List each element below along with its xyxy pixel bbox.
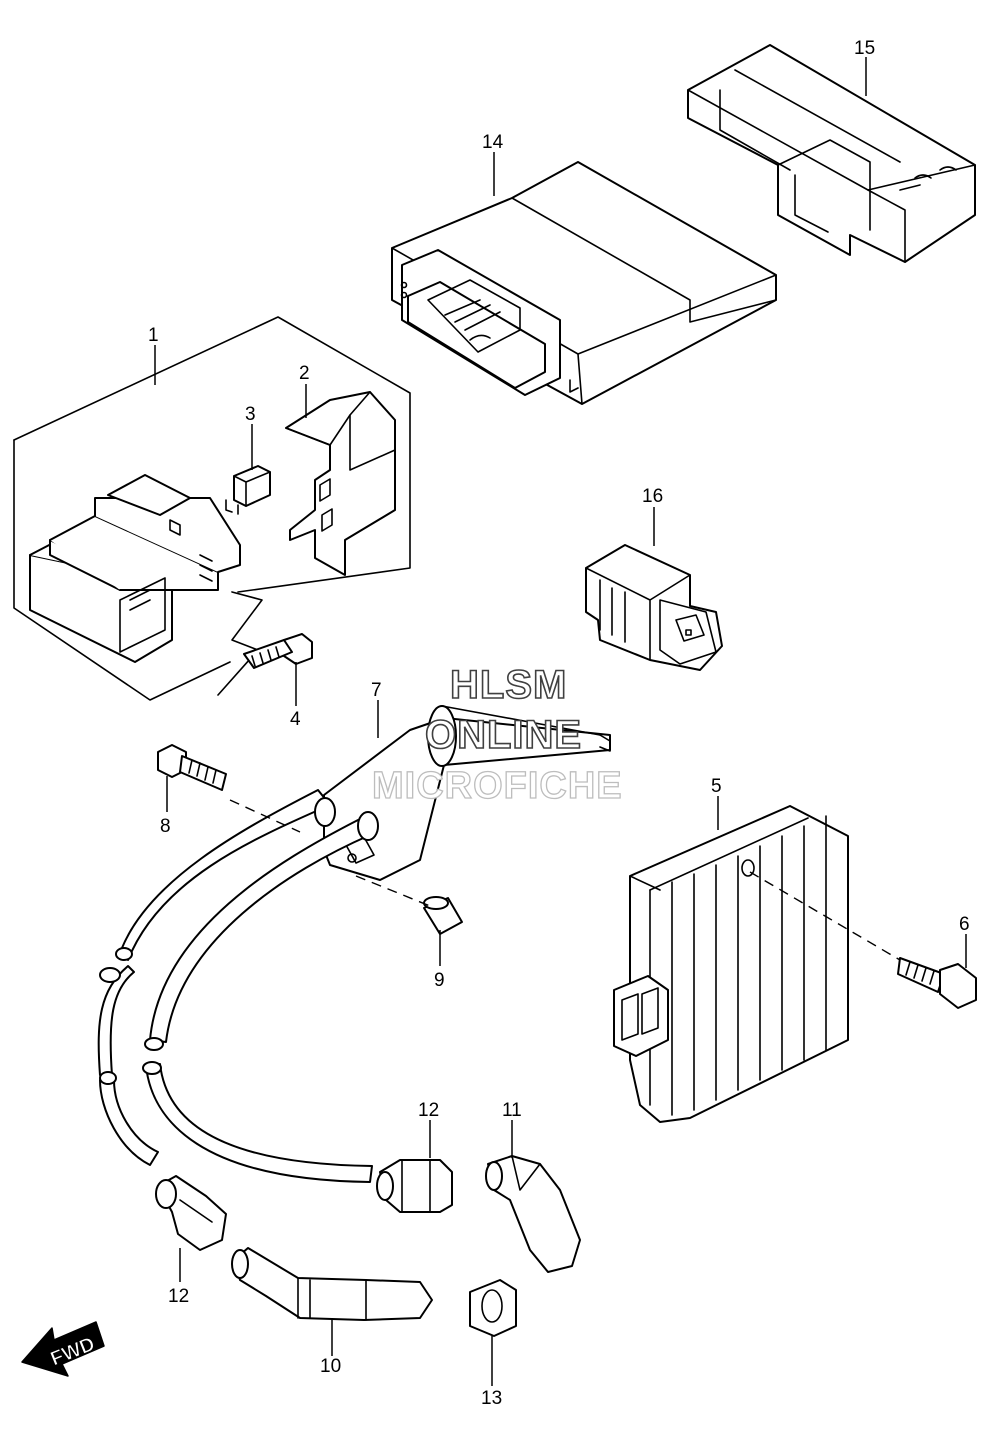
callout-5: 5 <box>711 776 722 797</box>
part-14-ecm <box>391 161 777 405</box>
watermark-line-3: MICROFICHE <box>372 765 623 807</box>
part-10-plug-cap <box>231 1247 433 1321</box>
part-9-spacer <box>423 896 463 935</box>
callout-7: 7 <box>371 680 382 701</box>
callout-14: 14 <box>482 132 504 153</box>
part-5-regulator-rectifier <box>613 805 849 1123</box>
watermark-line-2: ONLINE <box>425 713 582 757</box>
callout-2: 2 <box>299 363 310 384</box>
high-tension-leads <box>97 789 379 1183</box>
part-1-relay-assembly <box>13 316 411 701</box>
part-16-connector <box>585 544 723 671</box>
callout-numbers: 1 2 3 4 7 8 9 5 6 12 11 12 10 13 14 15 1… <box>148 38 970 1409</box>
callout-13: 13 <box>481 1388 502 1409</box>
leader-lines <box>154 57 967 1386</box>
part-12-cap-left <box>155 1175 227 1251</box>
part-15-ecm-cover <box>687 44 976 263</box>
part-7-ignition-coil <box>323 705 611 881</box>
callout-3: 3 <box>245 404 256 425</box>
callout-11: 11 <box>502 1100 522 1121</box>
assembly-lines <box>229 799 901 961</box>
callout-6: 6 <box>959 914 970 935</box>
part-11-plug-cap <box>485 1155 581 1273</box>
callout-1: 1 <box>148 325 159 346</box>
callout-12-left: 12 <box>168 1286 189 1307</box>
part-12-cap-right <box>376 1159 453 1213</box>
part-13-washer <box>469 1279 517 1337</box>
part-6-bolt <box>897 957 977 1009</box>
callout-4: 4 <box>290 709 301 730</box>
callout-8: 8 <box>160 816 171 837</box>
watermark: HLSM ONLINE MICROFICHE <box>371 662 623 807</box>
callout-16: 16 <box>642 486 663 507</box>
callout-12-right: 12 <box>418 1100 439 1121</box>
fwd-arrow-icon: FWD <box>21 1321 105 1377</box>
watermark-line-1: HLSM <box>450 663 567 707</box>
callout-10: 10 <box>320 1356 341 1377</box>
part-8-bolt <box>157 744 227 791</box>
callout-9: 9 <box>434 970 445 991</box>
callout-15: 15 <box>854 38 875 59</box>
